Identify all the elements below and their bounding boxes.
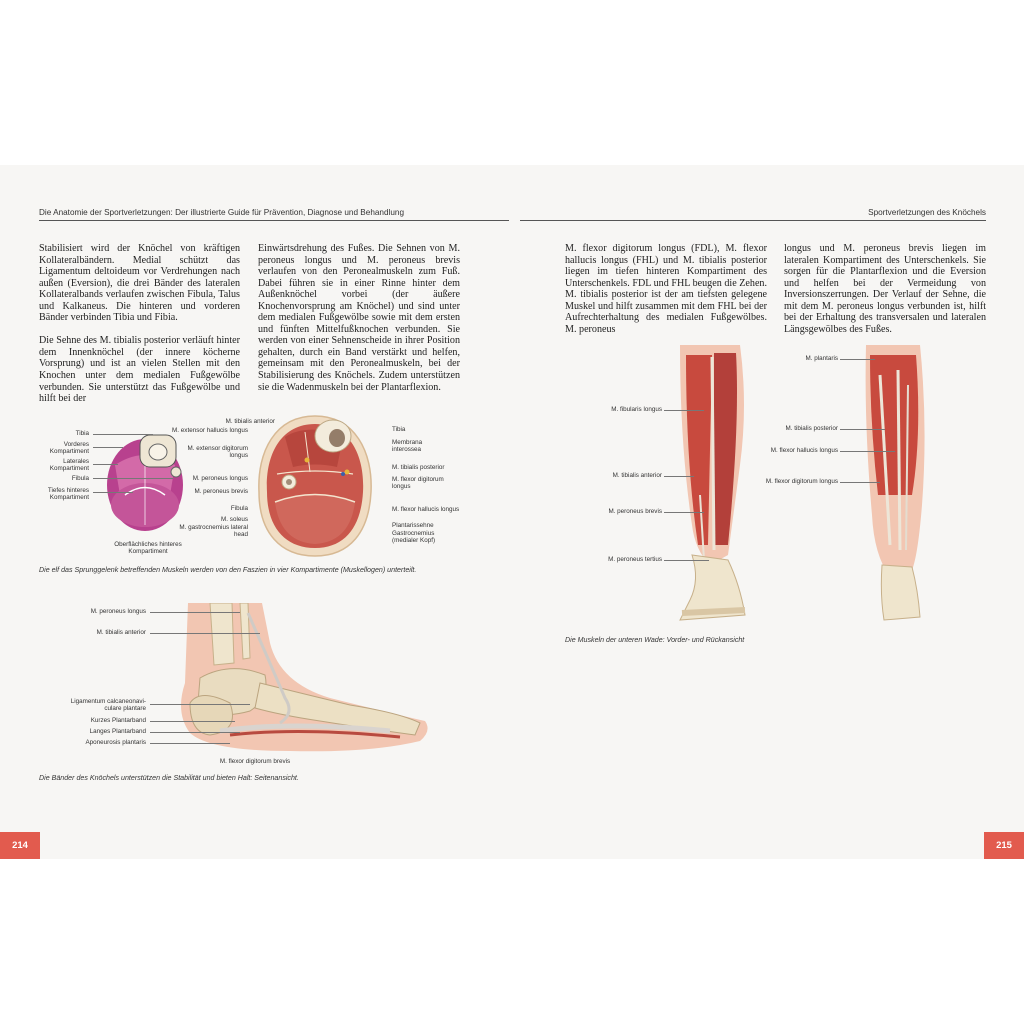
label-m-peroneus-tertius: M. peroneus tertius	[608, 556, 662, 563]
leader-line	[840, 451, 895, 452]
label-tibia: Tibia	[75, 430, 89, 437]
paragraph: Stabilisiert wird der Knöchel von kräfti…	[39, 243, 240, 324]
page-number-right: 215	[984, 832, 1024, 859]
label-laterales-kompartiment: Laterales Kompartiment	[49, 458, 89, 473]
label-m-tibialis-posterior-back: M. tibialis posterior	[785, 425, 839, 432]
label-tibia-cross: Tibia	[392, 426, 406, 433]
label-m-tibialis-anterior: M. tibialis anterior	[225, 418, 275, 425]
label-fibula-cross: Fibula	[230, 505, 248, 512]
paragraph: Die Sehne des M. tibialis posterior verl…	[39, 335, 240, 405]
label-m-flexor-digitorum-longus-back: M. flexor digitorum longus	[765, 478, 838, 485]
running-head-right: Sportverletzungen des Knöchels	[868, 208, 986, 217]
leader-line	[93, 434, 153, 435]
leader-line	[840, 429, 885, 430]
label-m-gastrocnemius-lateral: M. gastrocnemius lateral head	[179, 524, 248, 539]
label-ligamentum-calcaneonaviculare: Ligamentum calcaneonavi­culare plantare	[70, 698, 146, 713]
caption-figure-3: Die Muskeln der unteren Wade: Vorder- un…	[565, 636, 745, 644]
label-vorderes-kompartiment: Vorderes Kompartiment	[49, 441, 89, 456]
left-column-2: Einwärtsdrehung des Fußes. Die Sehnen vo…	[258, 243, 460, 405]
leader-line	[150, 704, 250, 705]
leg-cross-section	[258, 415, 372, 557]
label-m-flexor-hallucis-longus-back: M. flexor hallucis longus	[770, 447, 838, 454]
leader-line	[93, 478, 173, 479]
caption-figure-2: Die Bänder des Knöchels unterstützen die…	[39, 774, 299, 782]
leader-line	[664, 512, 704, 513]
header-rule-left	[39, 220, 509, 221]
label-kurzes-plantarband: Kurzes Plantarband	[90, 717, 146, 724]
leader-line	[93, 464, 118, 465]
label-gastrocnemius-medialer-kopf: Gastrocnemius (medialer Kopf)	[392, 530, 436, 545]
header-rule-right	[520, 220, 986, 221]
label-m-flexor-digitorum-brevis: M. flexor digitorum brevis	[219, 758, 291, 765]
label-m-peroneus-brevis-front: M. peroneus brevis	[608, 508, 662, 515]
label-m-peroneus-brevis: M. peroneus brevis	[194, 488, 248, 495]
right-column-2: longus und M. peroneus brevis liegen im …	[784, 243, 986, 347]
label-m-soleus: M. soleus	[221, 516, 248, 523]
paragraph: longus und M. peroneus brevis liegen im …	[784, 243, 986, 335]
lower-leg-front-view	[679, 345, 746, 621]
leader-line	[664, 410, 704, 411]
caption-figure-1: Die elf das Sprunggelenk betreffenden Mu…	[39, 566, 417, 574]
label-m-peroneus-longus-side: M. peroneus longus	[90, 608, 146, 615]
page-number-left: 214	[0, 832, 40, 859]
compartment-diagram	[107, 434, 183, 531]
leader-line	[840, 359, 875, 360]
label-m-tibialis-anterior-side: M. tibialis anterior	[96, 629, 146, 636]
label-tiefes-hinteres-kompartiment: Tiefes hinteres Kompartiment	[47, 487, 89, 502]
label-m-extensor-digitorum-longus: M. extensor digitorum longus	[187, 445, 248, 460]
ankle-ligaments-side-view	[181, 603, 428, 752]
leader-line	[664, 560, 709, 561]
leader-line	[840, 482, 880, 483]
leader-line	[93, 447, 123, 448]
leader-line	[664, 476, 694, 477]
label-oberflaechliches-kompartiment: Oberflächliches hinteres Kompartiment	[114, 541, 182, 556]
leader-line	[93, 492, 133, 493]
label-m-tibialis-posterior: M. tibialis posterior	[392, 464, 445, 471]
leader-line	[150, 732, 240, 733]
paragraph: M. flexor digitorum longus (FDL), M. fle…	[565, 243, 767, 335]
label-m-plantaris: M. plantaris	[805, 355, 838, 362]
right-column-1: M. flexor digitorum longus (FDL), M. fle…	[565, 243, 767, 347]
label-m-flexor-hallucis-longus: M. flexor hallucis longus	[392, 506, 460, 513]
leader-line	[150, 743, 230, 744]
label-membrana-interossea: Membrana interossea	[392, 439, 423, 454]
label-m-fibularis-longus: M. fibularis longus	[611, 406, 662, 413]
running-head-left: Die Anatomie der Sportverletzungen: Der …	[39, 208, 405, 217]
label-m-extensor-hallucis-longus: M. extensor hallucis longus	[172, 427, 248, 434]
label-m-peroneus-longus: M. peroneus longus	[192, 475, 248, 482]
leader-line	[150, 721, 235, 722]
label-m-flexor-digitorum-longus: M. flexor digitorum longus	[392, 476, 444, 491]
label-langes-plantarband: Langes Plantarband	[89, 728, 146, 735]
label-m-tibialis-anterior-front: M. tibialis anterior	[612, 472, 662, 479]
paragraph: Einwärtsdrehung des Fußes. Die Sehnen vo…	[258, 243, 460, 393]
label-aponeurosis-plantaris: Aponeurosis plantaris	[85, 739, 146, 746]
lower-leg-back-view	[865, 345, 925, 621]
leader-line	[150, 612, 240, 613]
label-fibula: Fibula	[71, 475, 89, 482]
leader-line	[150, 633, 260, 634]
left-column-1: Stabilisiert wird der Knöchel von kräfti…	[39, 243, 240, 416]
label-plantarissehne: Plantarissehne	[392, 522, 434, 529]
